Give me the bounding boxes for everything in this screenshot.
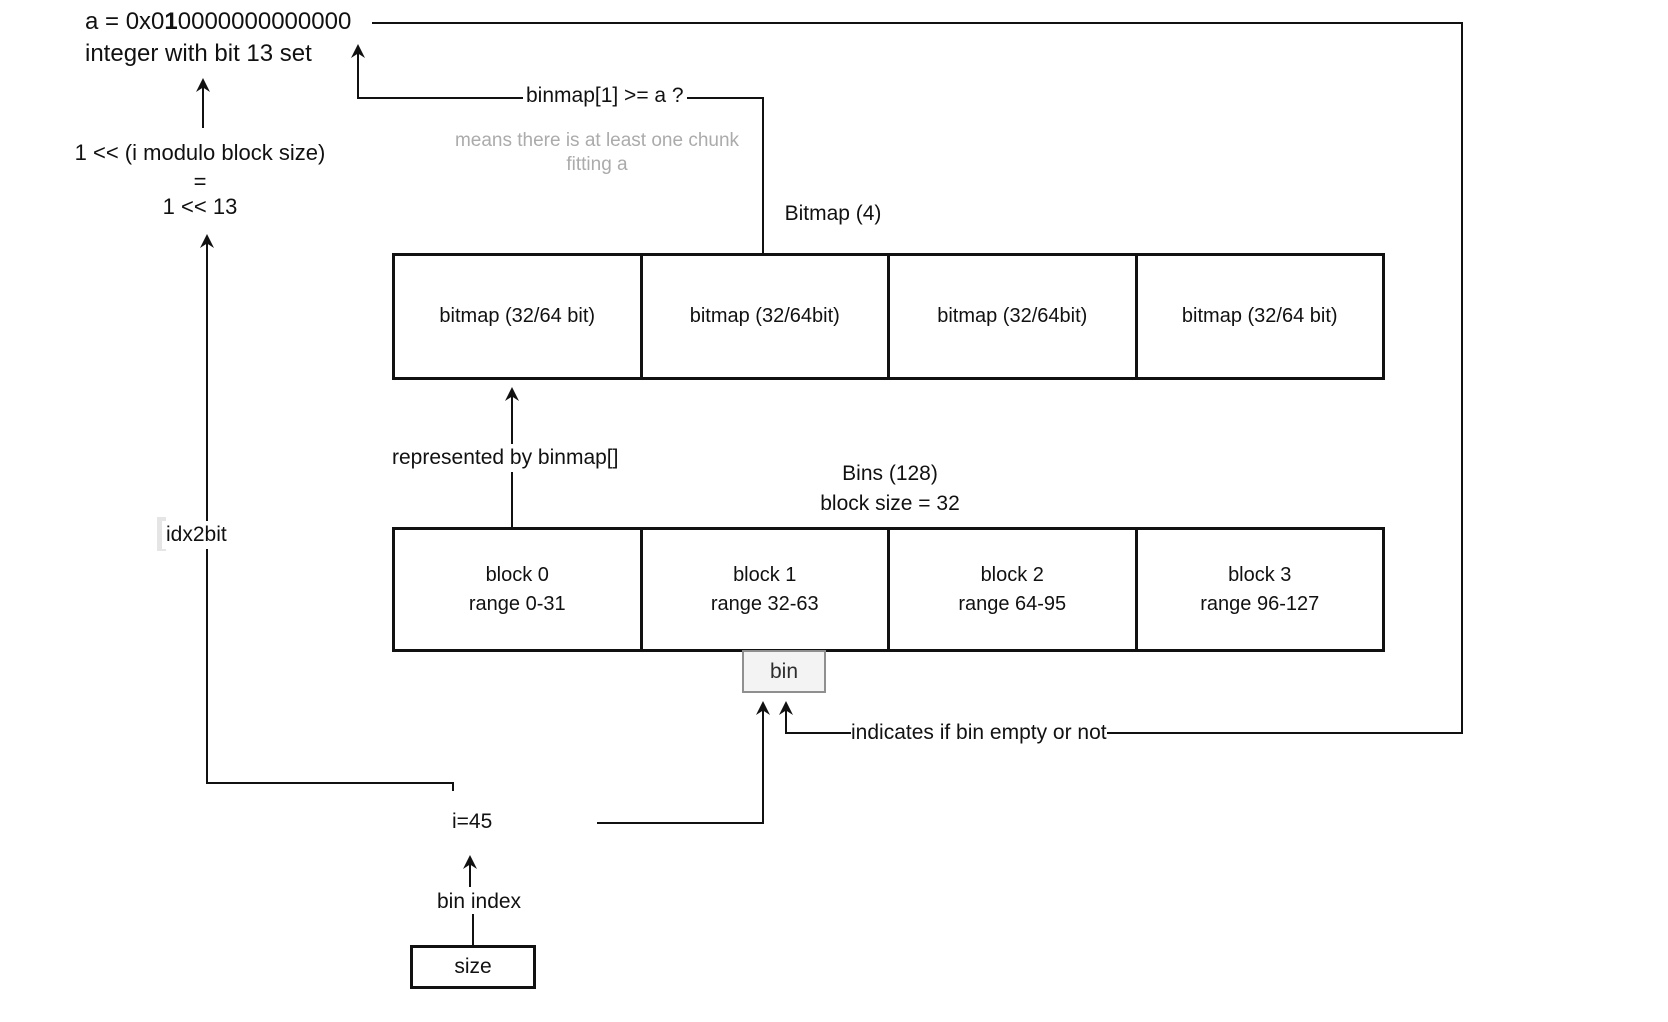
bitmap-row: bitmap (32/64 bit) bitmap (32/64bit) bit… bbox=[392, 253, 1385, 380]
binmap-note-line1: means there is at least one chunk bbox=[454, 130, 740, 151]
represented-label: represented by binmap[] bbox=[388, 444, 623, 472]
block-name: block 3 bbox=[1228, 563, 1292, 586]
idx2bit-highlight-bar bbox=[157, 517, 166, 551]
equals-sign: = bbox=[193, 169, 207, 194]
shift-result: 1 << 13 bbox=[162, 194, 238, 219]
bins-subtitle: block size = 32 bbox=[820, 492, 960, 515]
a-value-zeros: 0000000000000 bbox=[177, 8, 352, 35]
bins-row: block 0 range 0-31 block 1 range 32-63 b… bbox=[392, 527, 1385, 652]
block-range: range 64-95 bbox=[958, 592, 1067, 615]
i-value-label: i=45 bbox=[448, 810, 497, 834]
size-box: size bbox=[410, 945, 536, 989]
block-range: range 96-127 bbox=[1200, 592, 1320, 615]
connector-i-to-bin bbox=[597, 701, 770, 824]
bitmap-cell-3: bitmap (32/64 bit) bbox=[1134, 256, 1383, 377]
a-value-label: a = 0x010000000000000 bbox=[85, 8, 351, 36]
bins-block-2: block 2 range 64-95 bbox=[887, 530, 1135, 649]
bitmap-cell-0: bitmap (32/64 bit) bbox=[439, 305, 596, 327]
connector-a-to-bin bbox=[372, 22, 1463, 734]
bitmap-title: Bitmap (4) bbox=[784, 202, 882, 225]
bin-box-label: bin bbox=[769, 659, 799, 683]
a-description: integer with bit 13 set bbox=[85, 40, 312, 67]
bins-block-0: block 0 range 0-31 bbox=[395, 530, 640, 649]
a-value-set-bit: 1 bbox=[164, 8, 178, 35]
shift-expression: 1 << (i modulo block size) bbox=[74, 140, 326, 165]
bin-box: bin bbox=[742, 650, 826, 693]
bin-index-label: bin index bbox=[434, 890, 525, 914]
a-value-prefix: a = 0x0 bbox=[85, 8, 165, 35]
indicates-label: indicates if bin empty or not bbox=[851, 721, 1107, 745]
block-name: block 0 bbox=[485, 563, 549, 586]
bins-title: Bins (128) bbox=[842, 462, 938, 485]
bins-block-3: block 3 range 96-127 bbox=[1134, 530, 1383, 649]
binmap-note-line2: fitting a bbox=[566, 153, 628, 175]
block-range: range 32-63 bbox=[710, 592, 819, 615]
block-range: range 0-31 bbox=[468, 592, 566, 615]
bins-block-1: block 1 range 32-63 bbox=[639, 530, 888, 649]
idx2bit-label: idx2bit bbox=[162, 521, 231, 549]
block-name: block 2 bbox=[980, 563, 1044, 586]
bitmap-cell-2: bitmap (32/64bit) bbox=[887, 256, 1135, 377]
connector-idx2bit bbox=[200, 234, 454, 791]
bitmap-cell-1: bitmap (32/64bit) bbox=[639, 256, 888, 377]
binmap-note: means there is at least one chunk fittin… bbox=[417, 129, 777, 177]
size-box-label: size bbox=[454, 955, 492, 978]
binmap-question: binmap[1] >= a ? bbox=[523, 84, 687, 108]
block-name: block 1 bbox=[733, 563, 797, 586]
